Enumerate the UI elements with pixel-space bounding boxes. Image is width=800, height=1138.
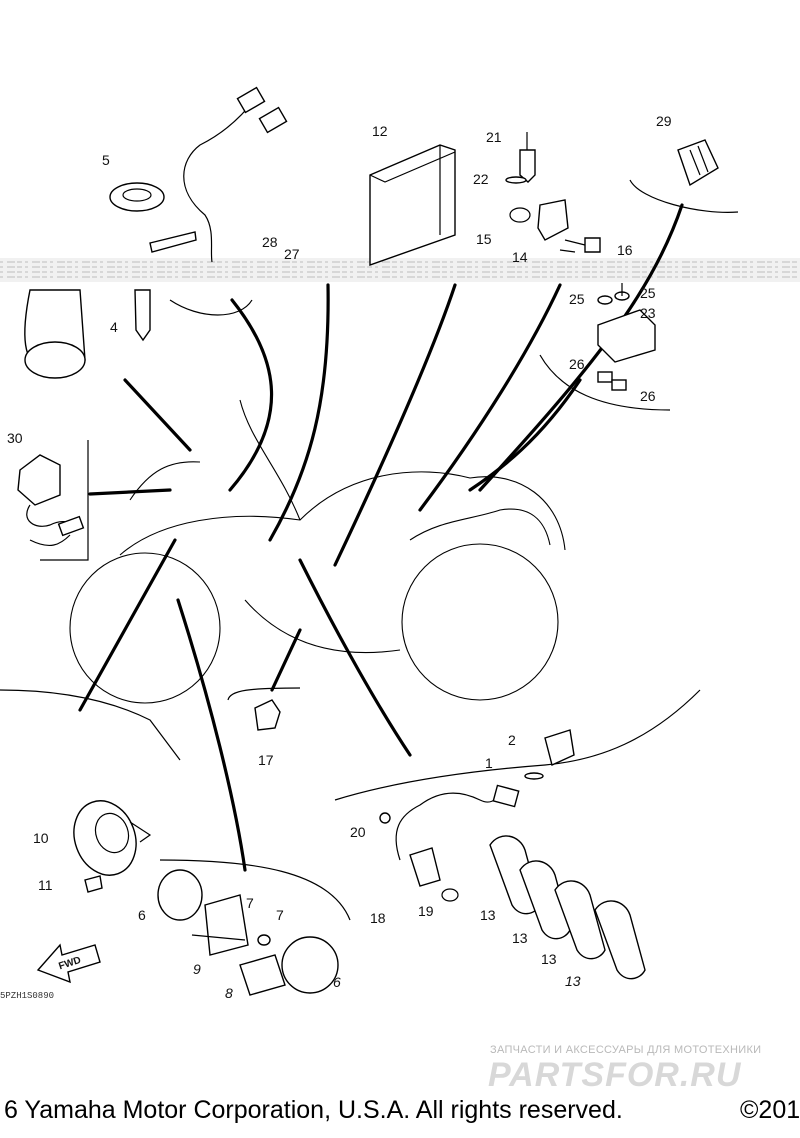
callout-30: 30	[7, 430, 23, 446]
callout-18: 18	[370, 910, 386, 926]
callout-25b: 25	[640, 285, 656, 301]
callout-7a: 7	[246, 895, 254, 911]
callout-4: 4	[110, 319, 118, 335]
ignition-cap-part	[109, 182, 165, 212]
copyright-year: ©201	[740, 1096, 800, 1124]
horn-part	[73, 800, 137, 876]
bracket-8-part	[239, 954, 286, 996]
callout-13d: 13	[565, 973, 581, 989]
bracket-9-part	[204, 894, 249, 956]
callout-26a: 26	[569, 356, 585, 372]
copyright-text: 6 Yamaha Motor Corporation, U.S.A. All r…	[4, 1096, 623, 1124]
callout-23: 23	[640, 305, 656, 321]
cover-left-part	[157, 869, 203, 921]
watermark-brand: PARTSFOR.RU	[488, 1056, 742, 1094]
temp-sensor-part	[519, 149, 536, 183]
cover-right-part	[281, 936, 339, 994]
callout-28: 28	[262, 234, 278, 250]
callout-8: 8	[225, 985, 233, 1001]
callout-27: 27	[284, 246, 300, 262]
callout-6b: 6	[333, 974, 341, 990]
bracket-part	[597, 309, 656, 363]
callout-10: 10	[33, 830, 49, 846]
callout-11: 11	[38, 877, 53, 893]
callout-19: 19	[418, 903, 434, 919]
oxygen-sensor-part	[409, 847, 441, 887]
callout-6a: 6	[138, 907, 146, 923]
speed-sensor-part	[544, 729, 575, 766]
callout-21: 21	[486, 129, 502, 145]
watermark-tagline: ЗАПЧАСТИ И АКСЕССУАРЫ ДЛЯ МОТОТЕХНИКИ	[490, 1044, 762, 1056]
callout-13c: 13	[541, 951, 557, 967]
ecu-part	[369, 144, 456, 266]
motorcycle-silhouette	[69, 399, 566, 704]
scan-noise-band	[0, 258, 800, 282]
callout-13a: 13	[480, 907, 496, 923]
callout-13b: 13	[512, 930, 528, 946]
callout-26b: 26	[640, 388, 656, 404]
callout-12: 12	[372, 123, 388, 139]
callout-29: 29	[656, 113, 672, 129]
callout-14: 14	[512, 249, 528, 265]
injectors-part	[489, 835, 646, 980]
callout-2: 2	[508, 732, 516, 748]
callout-20: 20	[350, 824, 366, 840]
callout-25a: 25	[569, 291, 585, 307]
callout-15: 15	[476, 231, 492, 247]
bolt-part	[84, 875, 103, 893]
callout-1: 1	[485, 755, 493, 771]
component-drawings	[17, 86, 719, 996]
fwd-arrow-icon	[36, 943, 101, 984]
pressure-switch-part	[254, 699, 281, 731]
callout-16: 16	[617, 242, 633, 258]
callout-22: 22	[473, 171, 489, 187]
callout-17: 17	[258, 752, 274, 768]
wire-harness-part	[183, 94, 259, 263]
border-code: 5PZH1S0890	[0, 991, 54, 1001]
callout-5: 5	[102, 152, 110, 168]
cam-sensor-part	[537, 199, 569, 241]
key-part	[134, 289, 151, 342]
socket-part	[17, 454, 61, 506]
callout-labels: 1 2 4 5 6 6 7 7 8 9 10 11 12 13 13 13 13…	[0, 113, 672, 1001]
relay-part	[677, 139, 719, 187]
callout-7b: 7	[276, 907, 284, 923]
callout-9: 9	[193, 961, 201, 977]
